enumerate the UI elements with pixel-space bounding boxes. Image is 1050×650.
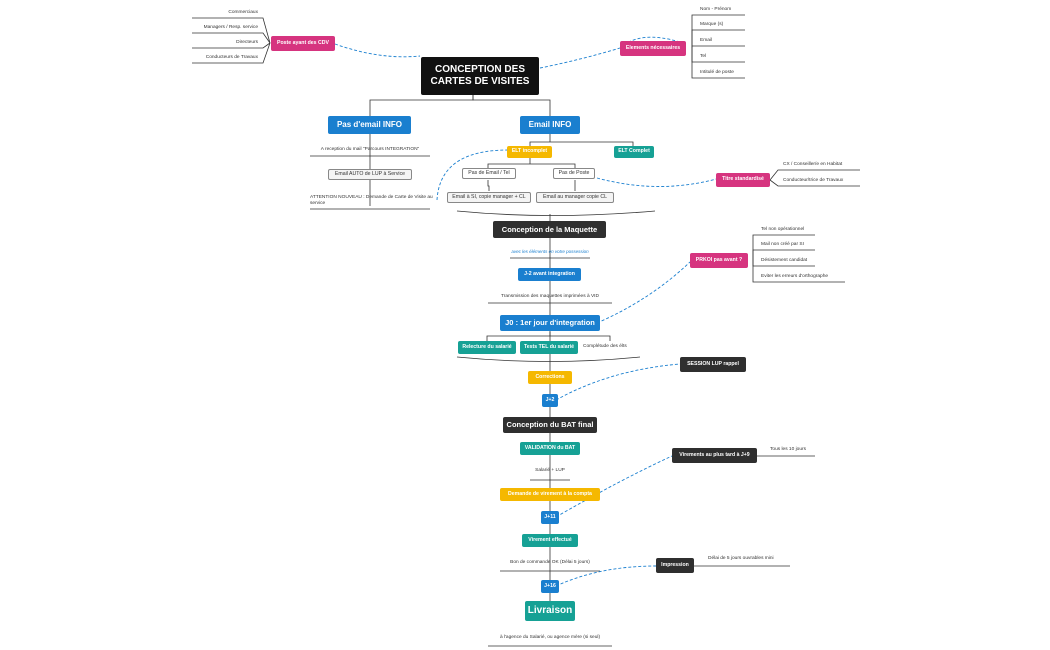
no-email-node[interactable]: Pas d'email INFO: [328, 116, 411, 134]
title-std-node[interactable]: Titre standardisé: [716, 173, 770, 187]
maquette-note: avec les éléments en votre possession: [511, 249, 589, 254]
action-si-node[interactable]: Email à SI, copie manager + CL: [447, 192, 531, 204]
salarie-text: Salarié + LUP: [535, 468, 565, 473]
action-manager-node[interactable]: Email au manager copie CL: [536, 192, 614, 204]
j-plus-16-node[interactable]: J+16: [541, 580, 559, 593]
virement-group-node[interactable]: Virements au plus tard à J+9: [672, 448, 757, 463]
prkoi-leaf: Eviter les erreurs d'orthographe: [761, 274, 829, 279]
j0-node[interactable]: J0 : 1er jour d'integration: [500, 315, 600, 331]
no-email-step-box[interactable]: Email AUTO de LUP à Service: [328, 169, 412, 181]
prkoi-leaf: Désistement candidat: [761, 258, 808, 263]
prkoi-node[interactable]: PRKOI pas avant ?: [690, 253, 748, 268]
title-std-leaf: CX / Conseiller/e en Habitat: [783, 162, 843, 167]
impression-note: Délai de 5 jours ouvrables mini: [708, 556, 774, 561]
left-leaf: Commerciaux: [228, 10, 258, 15]
session-node[interactable]: SESSION LUP rappel: [680, 357, 746, 372]
title-std-leaf: Conducteur/trice de Travaux: [783, 178, 844, 183]
right-leaf: Email: [700, 38, 712, 43]
email-node[interactable]: Email INFO: [520, 116, 580, 134]
virement-group-note: Tous les 10 jours: [770, 447, 806, 452]
no-email-step: ATTENTION NOUVEAU : Demande de Carte de …: [310, 195, 433, 207]
complete-node[interactable]: ELT Complet: [614, 146, 654, 158]
left-group-node[interactable]: Poste ayant des CDV: [271, 36, 335, 51]
no-post-node[interactable]: Pas de Poste: [553, 168, 595, 180]
j-plus-11-node[interactable]: J+11: [541, 511, 559, 524]
corrections-node[interactable]: Corrections: [528, 371, 572, 384]
livraison-note: à l'agence du Salarié, ou agence mère (s…: [499, 635, 601, 640]
left-leaf: Managers / Resp. service: [203, 25, 258, 30]
check-relecture[interactable]: Relecture du salarié: [458, 341, 516, 354]
left-leaf: Conducteurs de Travaux: [205, 55, 258, 60]
transmission-text: Transmission des maquettes imprimées à V…: [501, 294, 599, 299]
right-leaf: Marque (s): [700, 22, 724, 27]
no-contact-node[interactable]: Pas de Email / Tel: [462, 168, 516, 180]
right-leaf: Nom - Prénom: [700, 7, 732, 12]
no-email-step: A reception du mail "Parcours INTEGRATIO…: [320, 147, 420, 152]
prkoi-leaf: Mail non créé par SI: [761, 242, 804, 247]
j-minus-2-node[interactable]: J-2 avant integration: [518, 268, 581, 281]
virement-node[interactable]: Virement effectué: [522, 534, 578, 547]
root-node[interactable]: CONCEPTION DES CARTES DE VISITES: [421, 57, 539, 95]
right-leaf: Tel: [700, 54, 707, 59]
right-group-node[interactable]: Elements nécessaires: [620, 41, 686, 56]
check-completude: Complétude des élts: [583, 344, 627, 349]
livraison-node[interactable]: Livraison: [525, 601, 575, 621]
prkoi-leaf: Tel non opérationnel: [761, 227, 805, 232]
impression-node[interactable]: Impression: [656, 558, 694, 573]
validation-node[interactable]: VALIDATION du BAT: [520, 442, 580, 455]
right-leaf: Intitulé de poste: [700, 70, 734, 75]
incomplete-node[interactable]: ELT incomplet: [507, 146, 552, 158]
j-plus-2-node[interactable]: J+2: [542, 394, 558, 407]
left-leaf: Directeurs: [236, 40, 258, 45]
check-tests-tel[interactable]: Tests TEL du salarié: [520, 341, 578, 354]
bat-node[interactable]: Conception du BAT final: [503, 417, 597, 433]
demande-node[interactable]: Demande de virement à la compta: [500, 488, 600, 501]
bon-text: Bon de commande OK (Délai 5 jours): [510, 560, 590, 565]
maquette-node[interactable]: Conception de la Maquette: [493, 221, 606, 238]
